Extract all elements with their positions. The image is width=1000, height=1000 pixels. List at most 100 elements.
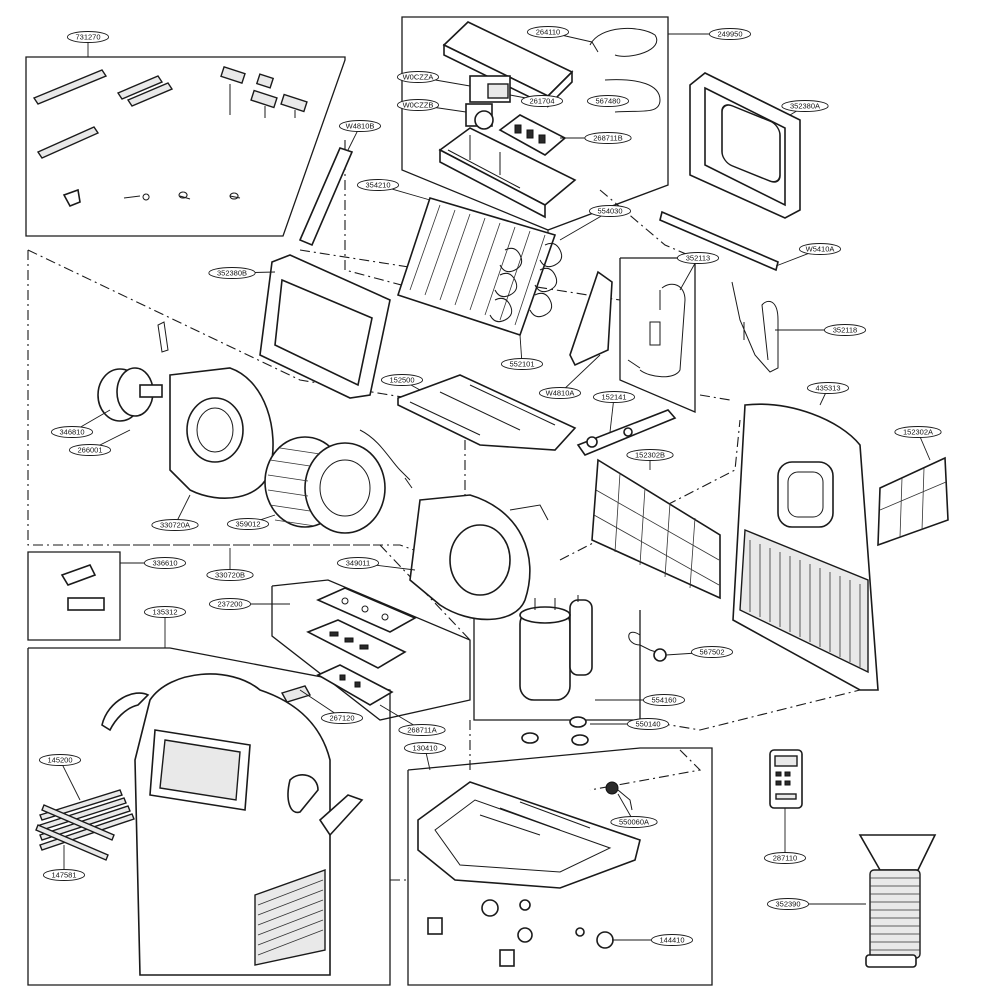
part-number-label: 435313 bbox=[815, 384, 840, 393]
part-number-label: 144410 bbox=[659, 936, 684, 945]
remote-control bbox=[769, 749, 803, 809]
drain-pan bbox=[397, 374, 577, 451]
sensor-wire-2 bbox=[604, 79, 661, 113]
part-number-label: 261704 bbox=[529, 97, 554, 106]
blower-housing-rear bbox=[157, 321, 274, 499]
fan-wire bbox=[359, 429, 413, 489]
callout-bubble bbox=[320, 712, 364, 724]
callout-bubble bbox=[151, 519, 199, 531]
capacitor-block bbox=[465, 103, 494, 130]
part-number-label: 330720A bbox=[160, 521, 190, 530]
callout-bubble bbox=[588, 205, 632, 217]
front-group-box bbox=[27, 647, 391, 986]
callout-bubble bbox=[592, 391, 636, 403]
part-number-label: 352113 bbox=[686, 254, 710, 263]
part-number-label: 552101 bbox=[509, 360, 534, 369]
callout-bubble bbox=[403, 742, 447, 754]
assembly-line bbox=[699, 394, 731, 401]
callout-bubble bbox=[642, 694, 686, 706]
callout-bubble bbox=[520, 95, 564, 107]
callout-bubble bbox=[338, 120, 382, 132]
base-group-box bbox=[407, 747, 713, 986]
side-bracket-left bbox=[298, 147, 354, 247]
display-pcb bbox=[316, 664, 394, 706]
louver-knob bbox=[101, 692, 150, 732]
part-number-label: 554030 bbox=[597, 207, 622, 216]
callout-leader bbox=[59, 759, 81, 801]
callout-bubble bbox=[396, 99, 440, 111]
compressor-box bbox=[473, 610, 641, 721]
part-number-label: 135312 bbox=[152, 608, 177, 617]
part-number-label: 352380B bbox=[217, 269, 247, 278]
part-number-label: 152500 bbox=[389, 376, 414, 385]
part-number-label: 130410 bbox=[412, 744, 437, 753]
side-bracket-right bbox=[569, 270, 613, 367]
callout-bubble bbox=[42, 869, 86, 881]
level-switch bbox=[60, 564, 105, 611]
part-number-label: 268711B bbox=[593, 134, 622, 143]
callout-bubble bbox=[68, 444, 112, 456]
callout-bubble bbox=[208, 267, 256, 279]
part-number-label: 264110 bbox=[536, 28, 560, 37]
callout-bubble bbox=[766, 898, 810, 910]
callout-bubble bbox=[396, 71, 440, 83]
callout-bubble bbox=[690, 646, 734, 658]
assembly-line bbox=[27, 249, 421, 401]
part-number-label: 330720B bbox=[215, 571, 245, 580]
callout-bubble bbox=[894, 426, 942, 438]
front-handle bbox=[318, 794, 364, 837]
callout-bubble bbox=[823, 324, 867, 336]
callout-bubble bbox=[526, 26, 570, 38]
part-number-label: 287110 bbox=[773, 854, 797, 863]
part-number-label: 550060A bbox=[619, 818, 649, 827]
accessory-kit-box bbox=[25, 56, 346, 237]
drain-plug bbox=[605, 781, 633, 811]
accessory-strips bbox=[32, 65, 308, 208]
part-number-label: 352118 bbox=[833, 326, 857, 335]
assembly-line bbox=[344, 140, 421, 291]
blower-housing-front bbox=[409, 494, 549, 621]
part-number-label: 266001 bbox=[77, 446, 102, 455]
fan-motor bbox=[97, 367, 163, 422]
casters bbox=[427, 899, 614, 967]
part-number-label: 567480 bbox=[595, 97, 620, 106]
control-panel-overlay bbox=[316, 587, 417, 633]
callout-bubble bbox=[226, 518, 270, 530]
sensor-group-box bbox=[619, 257, 696, 413]
callout-bubble bbox=[781, 100, 829, 112]
assembly-line bbox=[589, 749, 702, 791]
control-panel-keypad bbox=[306, 619, 407, 669]
base-pan bbox=[417, 781, 641, 889]
callout-bubble bbox=[380, 374, 424, 386]
callout-bubble bbox=[143, 606, 187, 618]
front-cabinet bbox=[134, 673, 331, 976]
part-number-label: 267120 bbox=[329, 714, 354, 723]
part-number-label: 152141 bbox=[601, 393, 626, 402]
part-number-label: 147581 bbox=[51, 871, 76, 880]
callout-bubble bbox=[500, 358, 544, 370]
front-shroud bbox=[259, 254, 391, 399]
callout-bubble bbox=[538, 387, 582, 399]
callout-bubble bbox=[143, 557, 187, 569]
filter-left bbox=[591, 458, 721, 600]
control-box-tray bbox=[438, 127, 577, 219]
part-number-label: 336610 bbox=[152, 559, 177, 568]
part-number-label: 354210 bbox=[365, 181, 390, 190]
switch-box bbox=[27, 551, 121, 641]
callout-bubble bbox=[206, 569, 254, 581]
part-number-label: 145200 bbox=[47, 756, 72, 765]
assembly-line bbox=[120, 544, 471, 641]
part-number-label: 349011 bbox=[346, 559, 370, 568]
transformer bbox=[469, 75, 511, 103]
callout-bubble bbox=[398, 724, 446, 736]
callout-bubble bbox=[806, 382, 850, 394]
rear-panel bbox=[732, 403, 879, 691]
heat-exchanger-coil bbox=[396, 197, 563, 337]
part-number-label: 550140 bbox=[635, 720, 660, 729]
callout-bubble bbox=[626, 718, 670, 730]
exhaust-hose bbox=[858, 834, 937, 968]
callout-bubble bbox=[676, 252, 720, 264]
overload-protector bbox=[628, 631, 667, 662]
part-number-label: 359012 bbox=[235, 520, 260, 529]
